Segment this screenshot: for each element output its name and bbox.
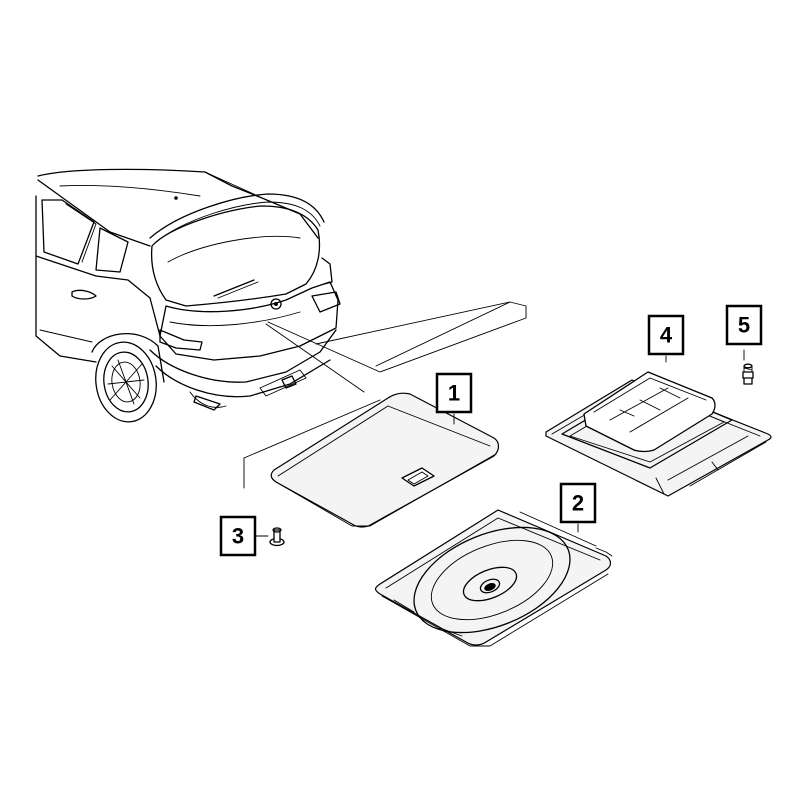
- callout-4: 4: [647, 314, 685, 356]
- callout-5-label: 5: [738, 313, 750, 338]
- callout-3-label: 3: [232, 524, 244, 549]
- callout-1: 1: [435, 372, 473, 414]
- callout-4-label: 4: [660, 323, 673, 348]
- part-1-cargo-cover: [270, 392, 500, 528]
- callout-2: 2: [559, 482, 597, 524]
- part-5-bolt: [742, 363, 754, 385]
- part-2-spare-wheel-tray: [374, 509, 613, 647]
- callout-1-label: 1: [448, 381, 460, 406]
- part-3-fastener: [269, 527, 285, 547]
- part-4-storage-tray: [545, 371, 772, 497]
- leader-lines: [243, 301, 745, 537]
- callout-5: 5: [725, 304, 763, 346]
- vehicle-illustration: [35, 168, 341, 423]
- callout-2-label: 2: [572, 491, 584, 516]
- callout-3: 3: [219, 515, 257, 557]
